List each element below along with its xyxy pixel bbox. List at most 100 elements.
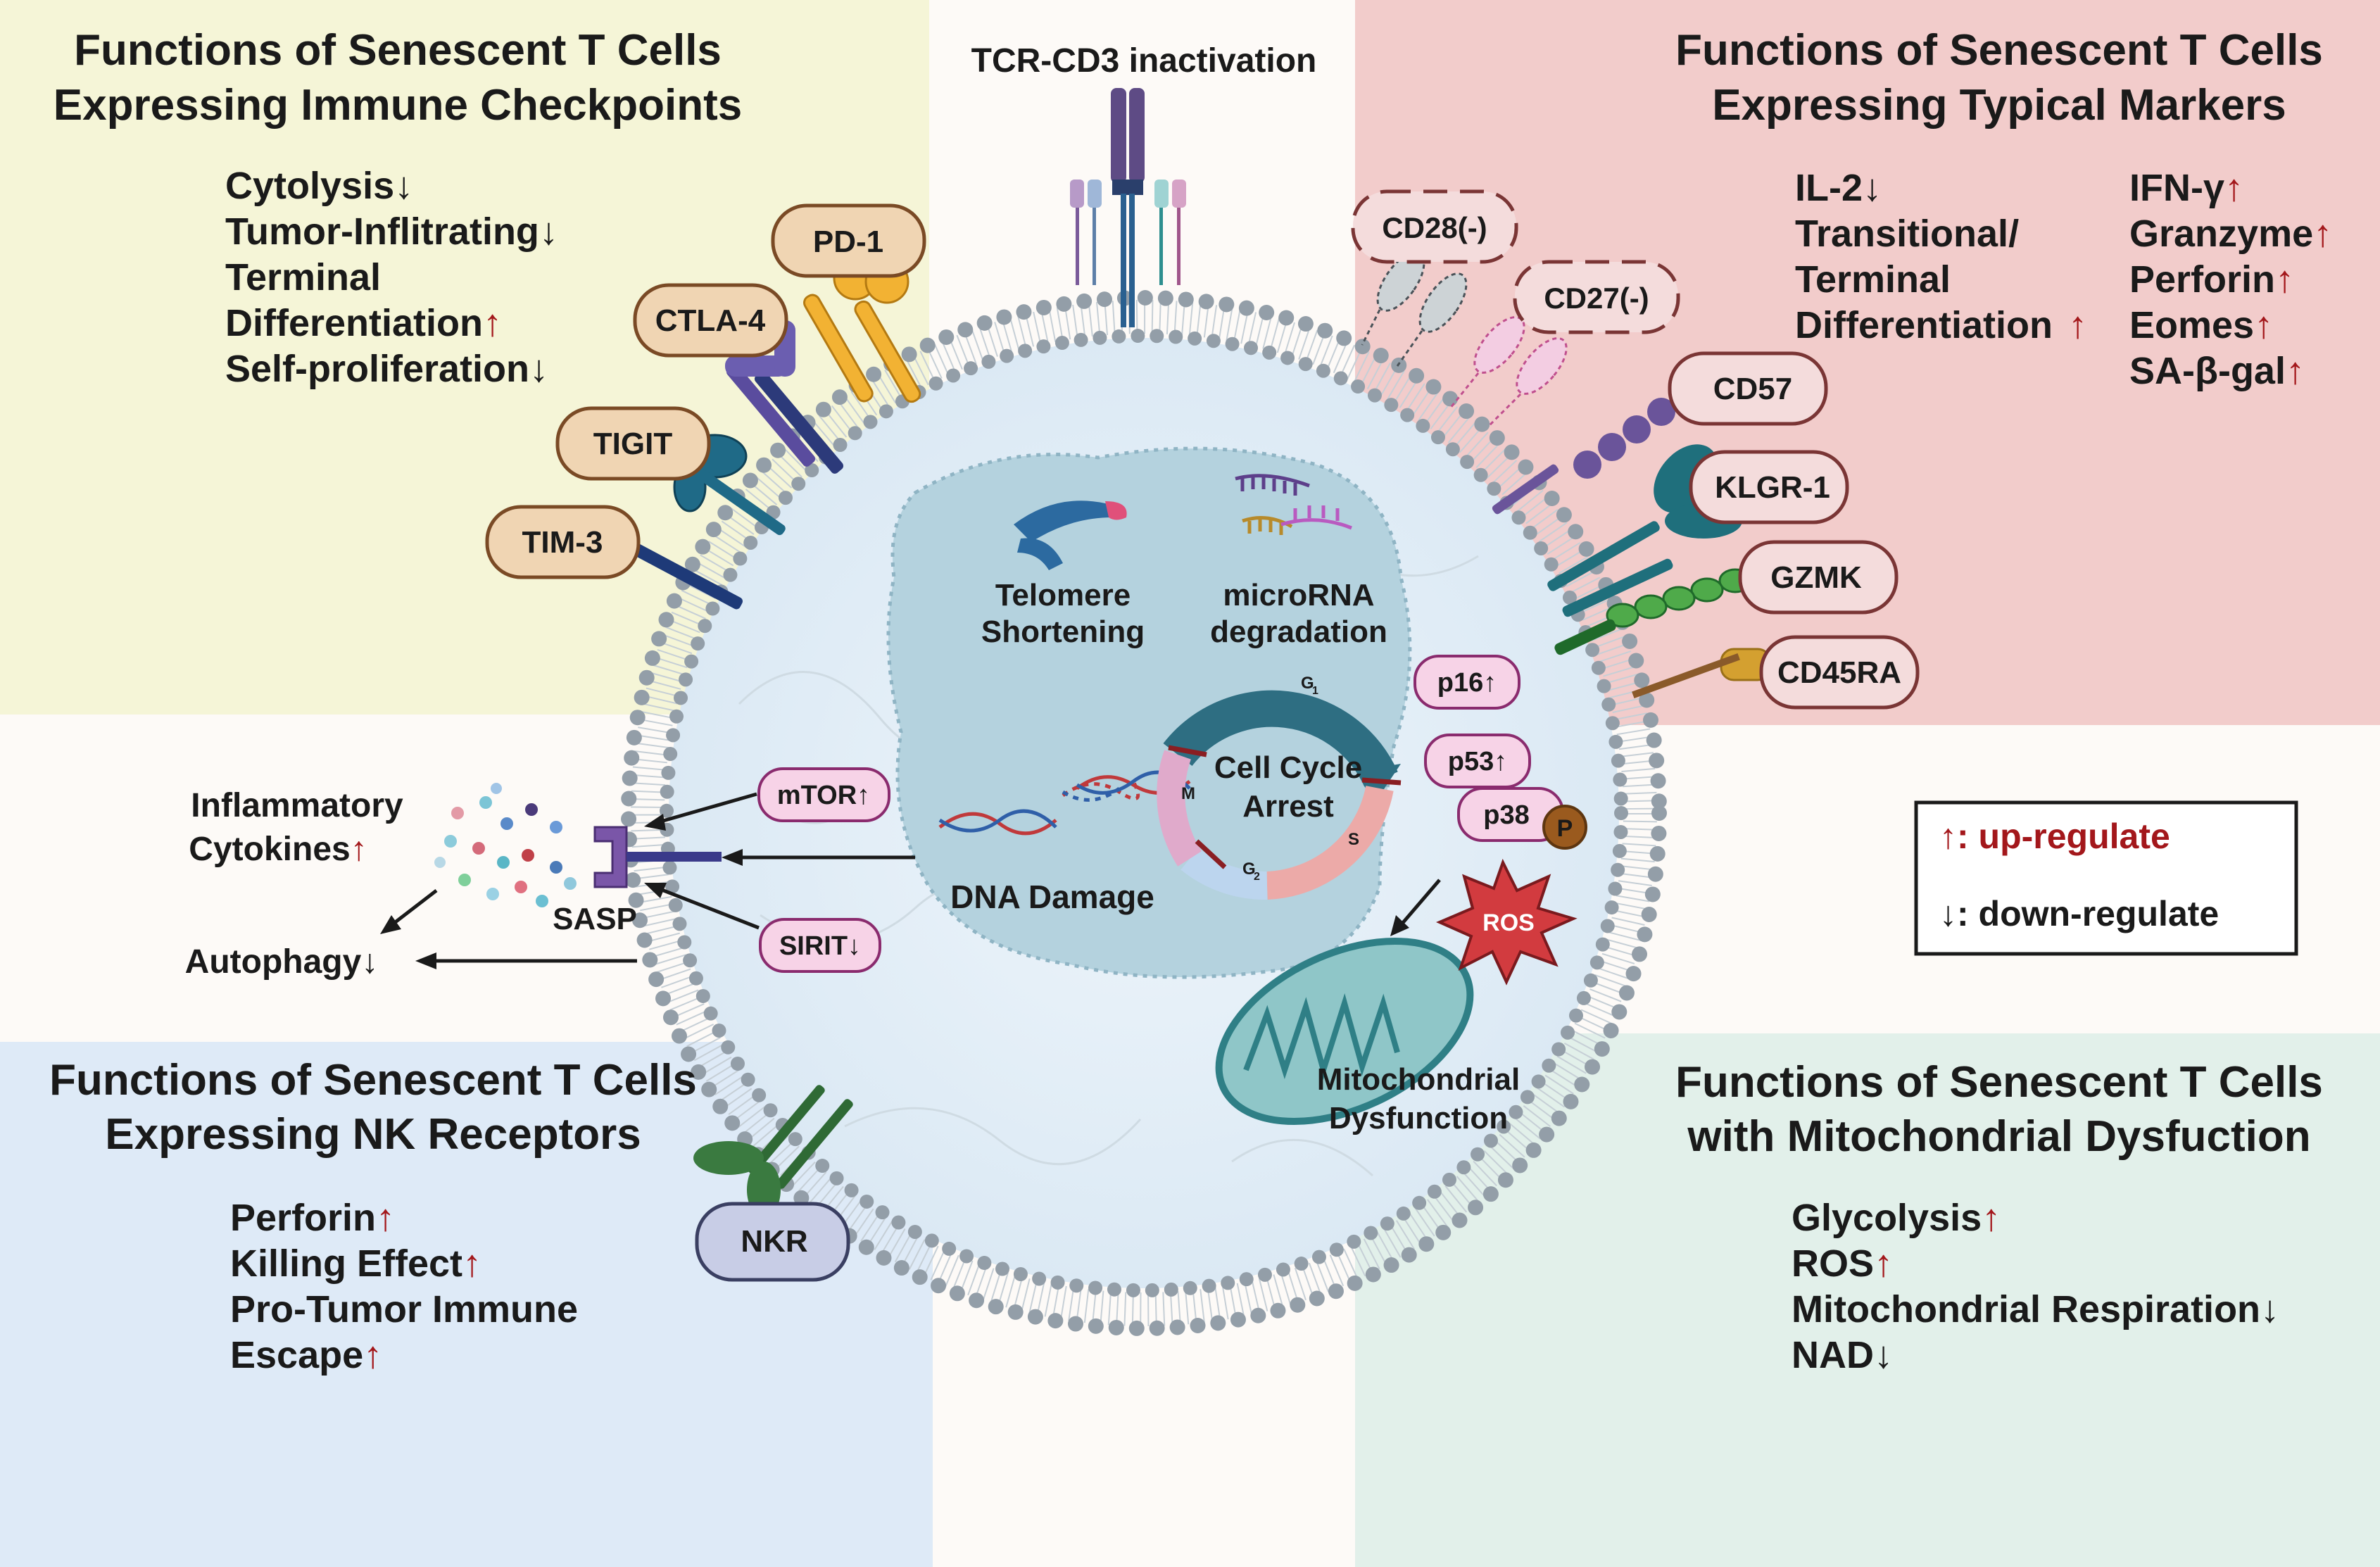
list-item: Transitional/ — [1795, 213, 2019, 255]
phase-g2-sub: 2 — [1254, 871, 1260, 883]
panel-bg-mito — [1355, 1033, 2380, 1567]
markers-left-list: IL-2↓ Transitional/ Terminal Differentia… — [1795, 167, 2087, 346]
cd28-badge — [1351, 189, 1518, 264]
phase-m-label: M — [1181, 784, 1195, 803]
list-item: Mitochondrial Respiration↓ — [1792, 1288, 2279, 1330]
mito-title-line1: Functions of Senescent T Cells — [1675, 1058, 2323, 1107]
cytokines-to-autophagy-arrow — [389, 889, 438, 927]
legend: ↑: up-regulate ↓: down-regulate — [1914, 800, 2298, 956]
microrna-label-line2: degradation — [1210, 615, 1387, 649]
list-item: Perforin↑ — [230, 1197, 395, 1239]
checkpoints-list: Cytolysis↓ Tumor-Inflitrating↓ Terminal … — [225, 165, 558, 390]
telomere-label-line2: Shortening — [981, 615, 1145, 649]
microrna-label-line1: microRNA — [1223, 578, 1374, 612]
cd27-label: CD27(-) — [1544, 282, 1649, 315]
cd57-badge — [1668, 351, 1828, 426]
telomere-label-line1: Telomere — [995, 578, 1131, 612]
tcr-cd3-complex — [1070, 88, 1186, 327]
sirt-to-sasp-arrow — [657, 886, 760, 930]
mito-dysfunction-label-line1: Mitochondrial — [1317, 1062, 1520, 1097]
sasp-arrowheads — [380, 814, 743, 969]
markers-title-line1: Functions of Senescent T Cells — [1675, 26, 2323, 75]
phosphate-badge — [1542, 805, 1587, 850]
p16-badge — [1413, 655, 1520, 710]
cd28-label: CD28(-) — [1382, 211, 1487, 244]
membrane-inner-heads — [660, 329, 1628, 1297]
tcr-label: TCR-CD3 inactivation — [971, 42, 1317, 80]
gzmk-badge — [1738, 540, 1899, 615]
list-item: Self-proliferation↓ — [225, 348, 548, 390]
list-item: SA-β-gal↑ — [2129, 350, 2305, 392]
ctla4-badge — [633, 283, 788, 358]
cd45ra-label: CD45RA — [1777, 655, 1901, 690]
tim3-label: TIM-3 — [522, 525, 603, 560]
sirt-badge — [759, 918, 881, 973]
tim3-receptor-shape — [606, 510, 743, 610]
legend-down: ↓: down-regulate — [1939, 894, 2219, 933]
phase-g1-sub: 1 — [1312, 685, 1318, 697]
klrg1-label: KLGR-1 — [1715, 470, 1830, 505]
list-item: Killing Effect↑ — [230, 1242, 481, 1285]
tigit-badge — [555, 406, 711, 481]
ros-label: ROS — [1482, 910, 1535, 936]
marker-labels: CD28(-) CD27(-) CD57 KLGR-1 GZMK CD45RA — [1351, 189, 1920, 710]
signal-badges: p16↑ p53↑ p38 P — [1413, 655, 1587, 850]
klrg1-badge — [1689, 450, 1849, 524]
cd28-receptor-shape — [1361, 251, 1468, 367]
checkpoints-title-line2: Expressing Immune Checkpoints — [53, 81, 742, 130]
phase-g2-label: G — [1242, 860, 1256, 879]
mitochondrion-icon — [1215, 937, 1474, 1126]
nucleus — [886, 446, 1412, 979]
mito-title-line2: with Mitochondrial Dysfuction — [1687, 1112, 2310, 1161]
cd27-receptor-shape — [1449, 316, 1568, 427]
p53-badge — [1424, 734, 1531, 788]
p38-to-mito-arrowhead — [1390, 915, 1409, 936]
nk-title-line1: Functions of Senescent T Cells — [49, 1056, 697, 1105]
ros-burst-icon — [1435, 858, 1578, 986]
tim3-badge — [485, 505, 641, 579]
cell-cycle-diagram: G 1 S G 2 M — [1157, 674, 1402, 900]
legend-box — [1914, 800, 2298, 956]
p38-to-mito-arrow — [1396, 879, 1441, 931]
tigit-label: TIGIT — [593, 427, 673, 461]
membrane-outer-heads — [621, 290, 1667, 1336]
nk-title-line2: Expressing NK Receptors — [105, 1110, 641, 1159]
list-item: Differentiation↑ — [1795, 304, 2087, 346]
phase-g1-label: G — [1301, 674, 1314, 693]
list-item: Glycolysis↑ — [1792, 1197, 2001, 1239]
sasp-receptor-shape — [593, 826, 722, 888]
legend-up: ↑: up-regulate — [1939, 817, 2170, 856]
pd1-badge — [771, 203, 926, 278]
list-item: IFN-γ↑ — [2129, 167, 2243, 209]
list-item: Pro-Tumor Immune — [230, 1288, 578, 1330]
list-item: Granzyme↑ — [2129, 213, 2332, 255]
mtor-badge — [757, 767, 890, 822]
pd1-label: PD-1 — [813, 225, 883, 259]
inflammatory-label-line2: Cytokines↑ — [189, 831, 367, 868]
gzmk-label: GZMK — [1770, 560, 1862, 595]
list-item: Terminal — [1795, 258, 1951, 301]
list-item: Terminal — [225, 256, 381, 298]
nkr-label: NKR — [741, 1224, 807, 1259]
list-item: Perforin↑ — [2129, 258, 2294, 301]
p16-label: p16↑ — [1437, 668, 1497, 698]
ctla4-label: CTLA-4 — [655, 303, 766, 338]
p53-label: p53↑ — [1448, 747, 1507, 776]
list-item: Tumor-Inflitrating↓ — [225, 210, 558, 253]
sasp-label: SASP — [553, 902, 637, 936]
checkpoint-labels: PD-1 CTLA-4 TIGIT TIM-3 — [485, 203, 926, 579]
dna-damage-label: DNA Damage — [950, 879, 1154, 915]
phase-s-label: S — [1348, 830, 1359, 849]
microrna-icon — [1235, 474, 1352, 535]
cell-cycle-label-line1: Cell Cycle — [1214, 750, 1362, 785]
cytokine-dots — [434, 783, 577, 907]
nkr-badge — [695, 1202, 850, 1282]
cd57-label: CD57 — [1713, 372, 1793, 406]
cd45ra-badge — [1759, 635, 1920, 710]
mtor-label: mTOR↑ — [777, 781, 870, 810]
list-item: ROS↑ — [1792, 1242, 1893, 1285]
markers-title-line2: Expressing Typical Markers — [1712, 81, 2286, 130]
cell-cycle-label-line2: Arrest — [1242, 789, 1334, 824]
